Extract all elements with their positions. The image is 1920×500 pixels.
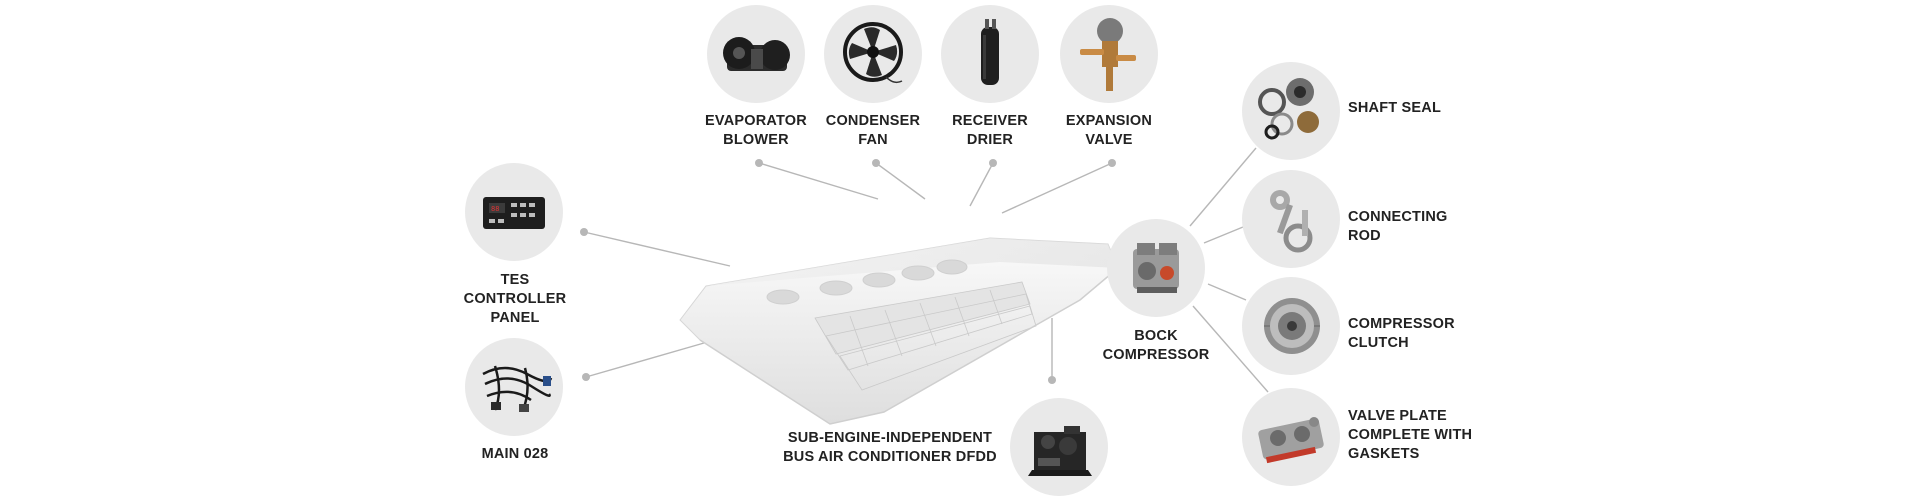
condenser-fan-label: CONDENSER FAN (825, 113, 921, 148)
shaft-seal-label: SHAFT SEAL (1348, 100, 1442, 116)
main-028-label: MAIN 028 (481, 446, 549, 462)
leader-dot-receiver-drier (989, 159, 997, 167)
connecting-rod-image (1242, 170, 1340, 268)
connecting-rod-label: CONNECTING ROD (1348, 209, 1448, 244)
leader-line-receiver-drier (969, 162, 994, 207)
bock-compressor-label: BOCK COMPRESSOR (1102, 328, 1210, 363)
leader-dot-tes-controller (580, 228, 588, 236)
leader-dot-main-028 (582, 373, 590, 381)
valve-plate-icon (1258, 417, 1324, 464)
leader-line-main-028 (585, 342, 705, 378)
leader-line-expansion-valve (1001, 162, 1113, 214)
leader-line-tes-controller (583, 231, 731, 267)
bock-compressor-image (1107, 219, 1205, 317)
leader-line-condenser-fan (875, 162, 926, 200)
evaporator-blower-image (707, 5, 805, 103)
receiver-drier-label: RECEIVER DRIER (952, 113, 1028, 148)
connecting-rod-icon (1270, 190, 1313, 253)
leader-dot-expansion-valve (1108, 159, 1116, 167)
fan-icon (843, 22, 903, 84)
compressor-clutch-label: COMPRESSOR CLUTCH (1348, 316, 1455, 351)
leader-line-compressor-clutch (1207, 283, 1247, 301)
compressor-clutch-image (1242, 277, 1340, 375)
leader-line-evaporator-blower (758, 162, 879, 200)
tes-controller-panel-label: TES CONTROLLER PANEL (463, 272, 567, 326)
leader-line-connecting-rod (1203, 226, 1244, 244)
clutch-icon (1264, 298, 1320, 354)
controller-panel-icon: 88 (483, 197, 545, 229)
leader-line-valve-plate (1192, 305, 1269, 393)
tes-controller-panel-image: 88 (465, 163, 563, 261)
main-unit-label: SUB-ENGINE-INDEPENDENT BUS AIR CONDITION… (783, 430, 997, 465)
leader-dot-dfdd-unit (1048, 376, 1056, 384)
dfdd-unit-image (1010, 398, 1108, 496)
leader-dot-evaporator-blower (755, 159, 763, 167)
condenser-fan-image (824, 5, 922, 103)
svg-text:88: 88 (491, 205, 499, 213)
valve-icon (1080, 18, 1136, 91)
evaporator-blower-label: EVAPORATOR BLOWER (705, 113, 807, 148)
shaft-seal-icon (1258, 78, 1319, 140)
drier-icon (981, 19, 999, 85)
receiver-drier-image (941, 5, 1039, 103)
expansion-valve-label: EXPANSION VALVE (1065, 113, 1153, 148)
leader-line-shaft-seal (1189, 147, 1257, 227)
dfdd-unit-icon (1028, 426, 1092, 476)
shaft-seal-image (1242, 62, 1340, 160)
expansion-valve-image (1060, 5, 1158, 103)
valve-plate-label: VALVE PLATE COMPLETE WITH GASKETS (1348, 408, 1473, 462)
leader-dot-condenser-fan (872, 159, 880, 167)
valve-plate-image (1242, 388, 1340, 486)
compressor-icon (1133, 243, 1179, 293)
main-028-image (465, 338, 563, 436)
wiring-harness-icon (482, 365, 553, 412)
blower-icon (723, 37, 790, 71)
